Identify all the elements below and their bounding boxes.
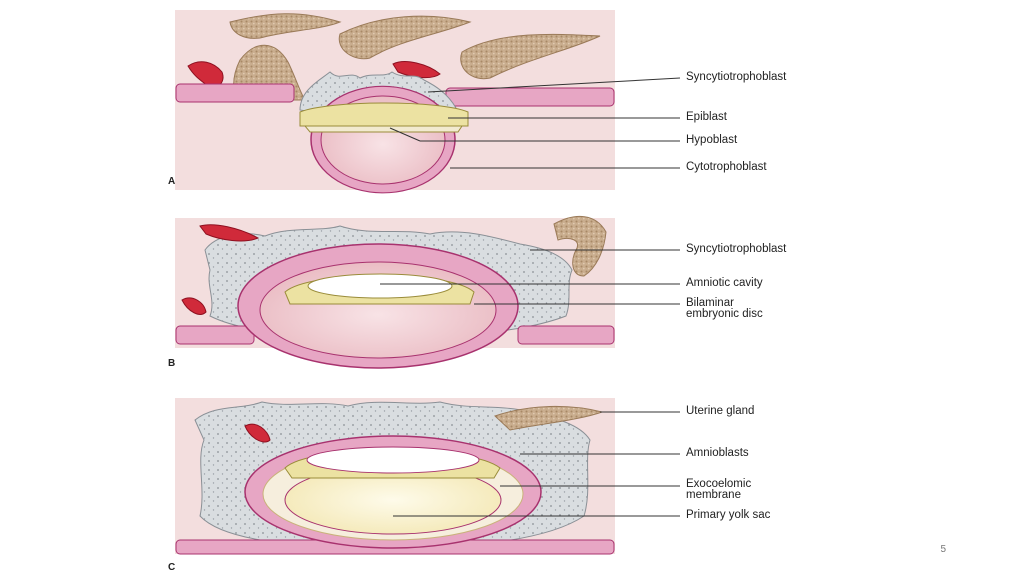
label-cytotrophoblast: Cytotrophoblast xyxy=(686,161,767,173)
uterine-gland xyxy=(338,15,472,60)
label-syncytiotrophoblast: Syncytiotrophoblast xyxy=(686,243,787,255)
epiblast-layer xyxy=(299,102,469,127)
amniotic-cavity xyxy=(307,273,453,299)
page-number: 5 xyxy=(940,544,946,555)
panel-letter: C xyxy=(168,562,176,573)
label-exocoelomic: Exocoelomic xyxy=(686,478,752,490)
panel-letter: B xyxy=(168,358,176,369)
leader-lines-a xyxy=(389,77,681,169)
label-amnioblasts: Amnioblasts xyxy=(686,447,749,459)
label-uterine-gland: Uterine gland xyxy=(686,405,755,417)
hypoblast-layer xyxy=(303,125,463,133)
label-embryonic-disc: embryonic disc xyxy=(686,308,763,320)
panel-b xyxy=(175,215,680,369)
label-hypoblast: Hypoblast xyxy=(686,134,738,146)
label-epiblast: Epiblast xyxy=(686,111,727,123)
uterine-gland xyxy=(460,33,601,80)
label-primary-yolk-sac: Primary yolk sac xyxy=(686,509,771,521)
blood-vessel xyxy=(199,224,260,242)
uterine-gland xyxy=(229,13,342,39)
amniotic-cavity xyxy=(306,446,480,474)
label-bilaminar: Bilaminar xyxy=(686,297,734,309)
panel-letter: A xyxy=(168,176,176,187)
blood-vessel xyxy=(392,61,441,79)
panel-c xyxy=(175,398,680,555)
label-amniotic-cavity: Amniotic cavity xyxy=(686,277,763,289)
label-membrane: membrane xyxy=(686,489,741,501)
leader-lines-c xyxy=(393,411,680,517)
uterine-gland xyxy=(553,215,607,277)
label-syncytiotrophoblast: Syncytiotrophoblast xyxy=(686,71,787,83)
uterine-epithelium xyxy=(175,325,615,345)
leader-lines-b xyxy=(380,249,680,305)
blood-vessel xyxy=(244,423,271,443)
blood-vessel xyxy=(181,297,207,315)
panel-a xyxy=(175,10,681,194)
